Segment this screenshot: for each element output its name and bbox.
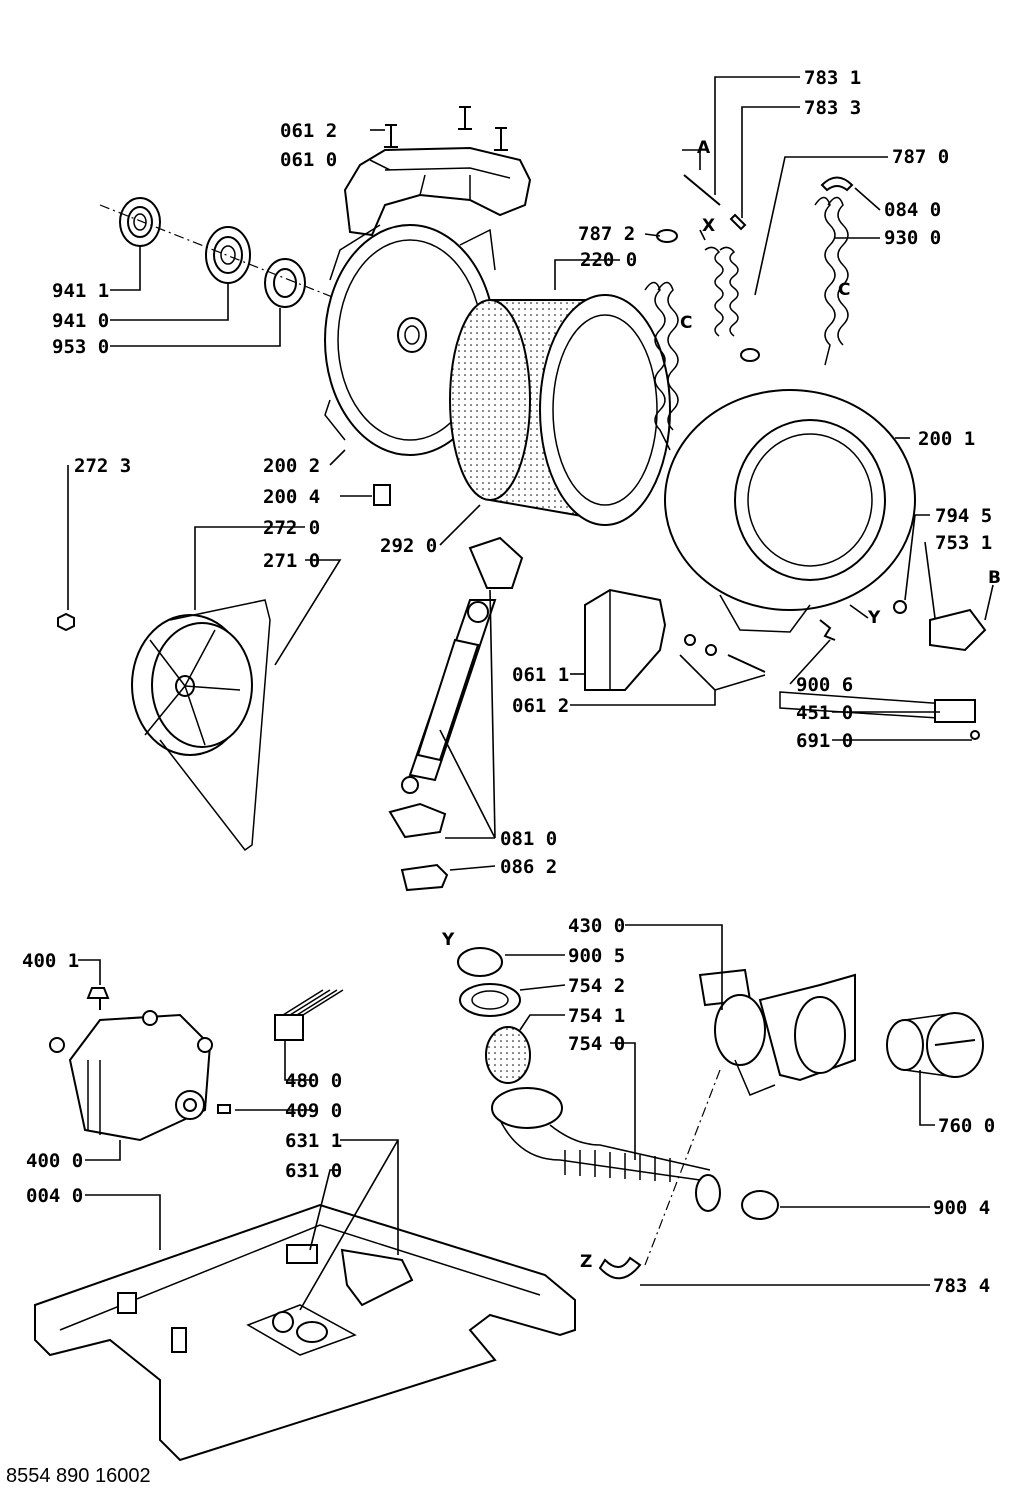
counterweight-bolt xyxy=(684,634,766,673)
label-787-2: 787 2 xyxy=(578,223,635,245)
label-783-3: 783 3 xyxy=(804,97,861,119)
marker-c-right: C xyxy=(838,280,850,300)
label-061-1: 061 1 xyxy=(512,664,569,686)
axis-line-pump xyxy=(644,1069,721,1266)
clip-783-3 xyxy=(729,213,747,231)
document-number: 8554 890 16002 xyxy=(6,1465,151,1487)
marker-x: X xyxy=(702,216,715,236)
label-754-0: 754 0 xyxy=(568,1033,625,1055)
nut-691-0 xyxy=(970,730,980,740)
marker-y-lower: Y xyxy=(441,930,455,950)
pulley xyxy=(131,614,253,756)
label-292-0: 292 0 xyxy=(380,535,437,557)
label-691-0: 691 0 xyxy=(796,730,853,752)
label-760-0: 760 0 xyxy=(938,1115,995,1137)
label-409-0: 409 0 xyxy=(285,1100,342,1122)
label-941-0: 941 0 xyxy=(52,310,109,332)
label-451-0: 451 0 xyxy=(796,702,853,724)
label-271-0: 271 0 xyxy=(263,550,320,572)
sump-hose xyxy=(491,1087,721,1212)
label-086-2: 086 2 xyxy=(500,856,557,878)
label-783-1: 783 1 xyxy=(804,67,861,89)
carbon-brush-480-0 xyxy=(274,989,344,1041)
label-061-2-mid: 061 2 xyxy=(512,695,569,717)
label-953-0: 953 0 xyxy=(52,336,109,358)
label-480-0: 480 0 xyxy=(285,1070,342,1092)
label-631-1: 631 1 xyxy=(285,1130,342,1152)
bearing-941-0 xyxy=(205,226,251,284)
label-794-5: 794 5 xyxy=(935,505,992,527)
shock-absorber xyxy=(401,599,497,794)
hose-783-4 xyxy=(598,1256,642,1280)
nut-272-3 xyxy=(57,612,75,632)
clip-900-6 xyxy=(819,619,836,641)
top-counterweight-bracket xyxy=(343,146,532,237)
shock-pin-081-0 xyxy=(388,802,447,839)
marker-a: A xyxy=(697,138,711,158)
label-200-4: 200 4 xyxy=(263,486,320,508)
label-200-1: 200 1 xyxy=(918,428,975,450)
part-200-4 xyxy=(373,484,391,506)
pump-filter-760-0 xyxy=(886,1012,984,1078)
label-272-3: 272 3 xyxy=(74,455,131,477)
seal-953-0 xyxy=(264,258,306,308)
base-components xyxy=(117,1244,414,1356)
marker-y-upper: Y xyxy=(867,608,881,628)
spring-left xyxy=(644,281,679,451)
label-400-1: 400 1 xyxy=(22,950,79,972)
bearing-941-1 xyxy=(119,197,161,247)
drive-belt xyxy=(159,599,271,852)
axis-line-bearings xyxy=(99,204,341,301)
clip-086-2 xyxy=(400,863,449,892)
marker-z: Z xyxy=(580,1252,592,1272)
label-900-4: 900 4 xyxy=(933,1197,990,1219)
pin-783-1 xyxy=(683,174,721,206)
drain-pump xyxy=(698,968,856,1096)
label-061-2-top: 061 2 xyxy=(280,120,337,142)
shock-mount-top xyxy=(468,536,524,589)
front-tub xyxy=(664,389,916,633)
label-061-0: 061 0 xyxy=(280,149,337,171)
label-004-0: 004 0 xyxy=(26,1185,83,1207)
label-900-6: 900 6 xyxy=(796,674,853,696)
air-hose xyxy=(704,246,760,362)
drum xyxy=(449,294,671,526)
part-409-0 xyxy=(217,1104,231,1114)
label-272-0: 272 0 xyxy=(263,517,320,539)
screw-400-1 xyxy=(86,987,110,1010)
label-753-1: 753 1 xyxy=(935,532,992,554)
label-200-2: 200 2 xyxy=(263,455,320,477)
label-084-0: 084 0 xyxy=(884,199,941,221)
seal-754-2 xyxy=(459,983,521,1017)
ball-754-1 xyxy=(485,1026,531,1084)
reference-markers: A X C C Y B Y Z xyxy=(441,138,1001,1272)
marker-b: B xyxy=(988,568,1001,588)
label-631-0: 631 0 xyxy=(285,1160,342,1182)
leader-lines xyxy=(67,76,994,1311)
label-900-5: 900 5 xyxy=(568,945,625,967)
label-754-2: 754 2 xyxy=(568,975,625,997)
label-400-0: 400 0 xyxy=(26,1150,83,1172)
sensor-753-1 xyxy=(929,608,987,652)
label-220-0: 220 0 xyxy=(580,249,637,271)
plug-794-5 xyxy=(893,600,907,614)
label-430-0: 430 0 xyxy=(568,915,625,937)
part-labels: 783 1 783 3 061 2 061 0 787 0 084 0 787 … xyxy=(22,67,995,1297)
label-787-0: 787 0 xyxy=(892,146,949,168)
label-081-0: 081 0 xyxy=(500,828,557,850)
label-941-1: 941 1 xyxy=(52,280,109,302)
ring-900-5 xyxy=(457,947,503,977)
marker-c-left: C xyxy=(680,313,692,333)
motor xyxy=(49,1010,213,1142)
counterweight xyxy=(584,588,667,691)
spring-hook xyxy=(820,176,854,192)
spring-right xyxy=(814,196,849,366)
heater-element xyxy=(779,691,977,723)
clamp-900-4 xyxy=(741,1190,779,1220)
label-783-4: 783 4 xyxy=(933,1275,990,1297)
label-754-1: 754 1 xyxy=(568,1005,625,1027)
label-930-0: 930 0 xyxy=(884,227,941,249)
bracket-bolts xyxy=(384,106,508,151)
